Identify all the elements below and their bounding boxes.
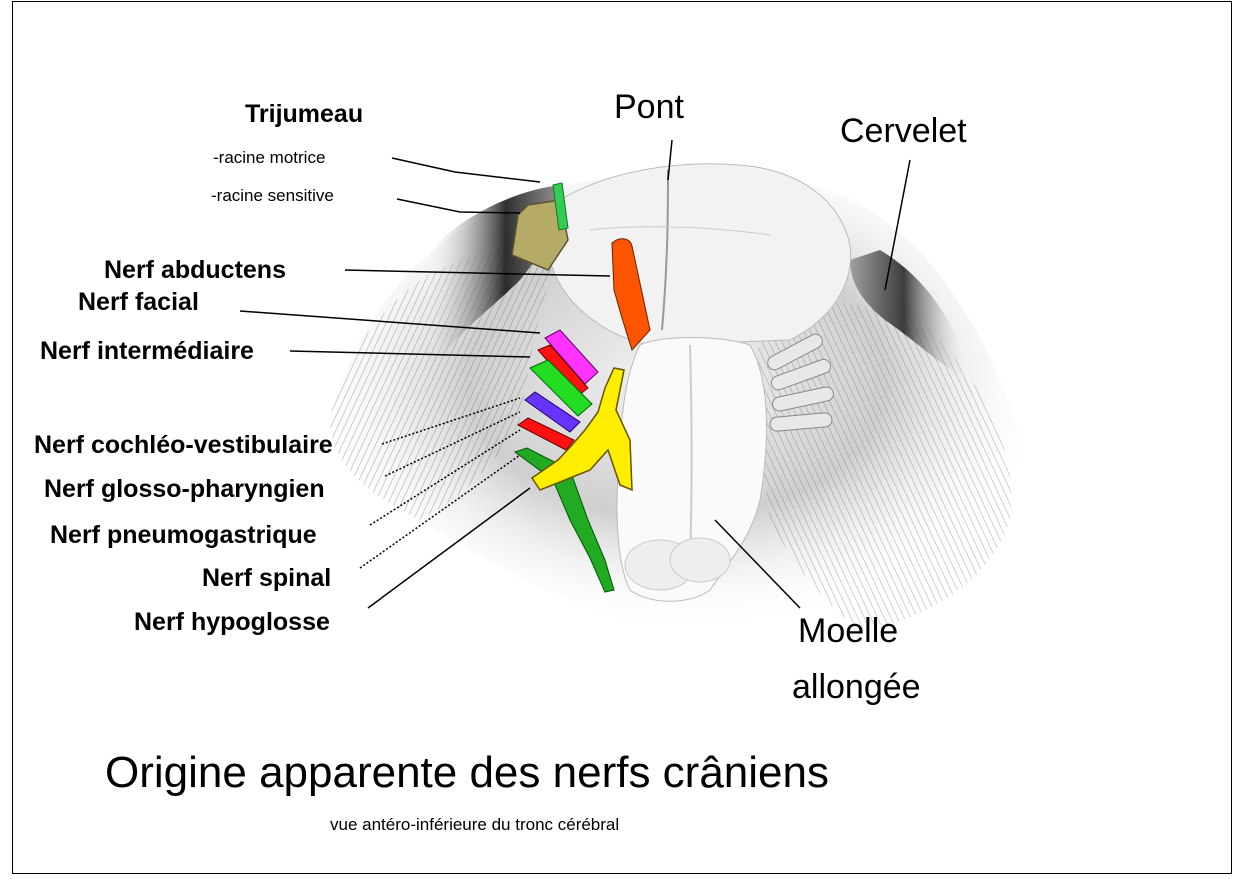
label-spinal: Nerf spinal bbox=[202, 564, 331, 593]
label-moelle-line1: Moelle bbox=[798, 612, 898, 651]
leader-racine-motrice bbox=[392, 158, 540, 182]
label-abducens: Nerf abductens bbox=[104, 256, 286, 285]
label-racine-sensitive: -racine sensitive bbox=[211, 186, 334, 206]
label-glosso: Nerf glosso-pharyngien bbox=[44, 475, 325, 504]
label-cervelet: Cervelet bbox=[840, 112, 967, 151]
label-intermediaire: Nerf intermédiaire bbox=[40, 337, 254, 366]
label-moelle-line2: allongée bbox=[792, 668, 921, 707]
page-title: Origine apparente des nerfs crâniens bbox=[105, 748, 829, 798]
label-cochleo: Nerf cochléo-vestibulaire bbox=[34, 431, 333, 460]
label-trijumeau: Trijumeau bbox=[245, 100, 363, 129]
label-facial: Nerf facial bbox=[78, 288, 199, 317]
label-pont: Pont bbox=[614, 88, 684, 127]
page-subtitle: vue antéro-inférieure du tronc cérébral bbox=[330, 815, 619, 835]
pons-shape bbox=[548, 164, 851, 345]
label-racine-motrice: -racine motrice bbox=[213, 148, 325, 168]
label-pneumo: Nerf pneumogastrique bbox=[50, 521, 317, 550]
label-hypoglosse: Nerf hypoglosse bbox=[134, 608, 330, 637]
